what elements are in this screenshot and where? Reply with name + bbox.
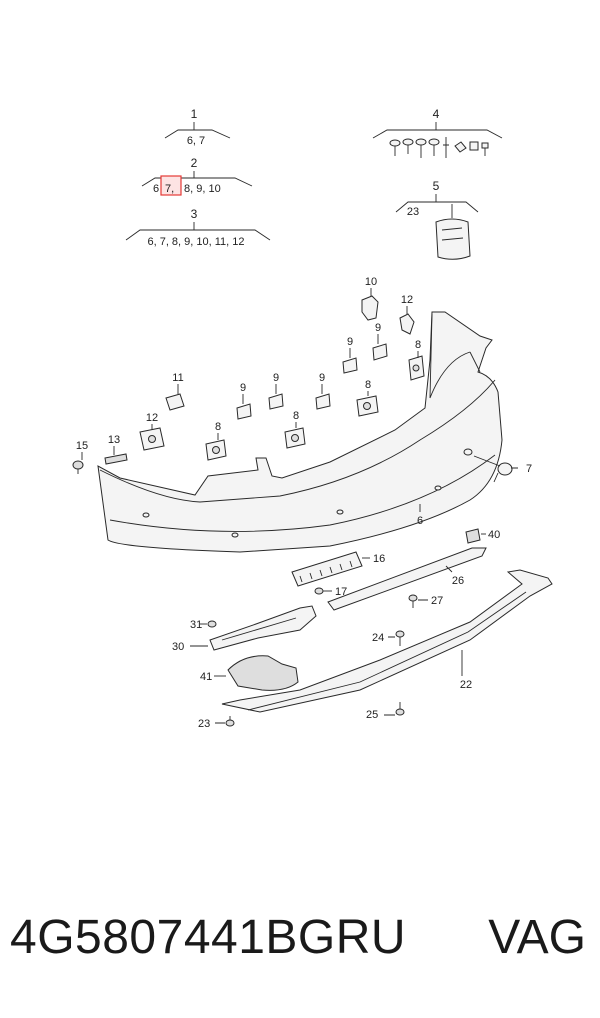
label-9-e: 9	[319, 372, 325, 384]
label-23: 23	[198, 718, 210, 730]
group-5: 5 23	[395, 179, 479, 260]
part-number: 4G5807441BGRU	[10, 911, 407, 964]
clip-9-b: 9	[342, 336, 358, 374]
group-5-bracket	[395, 194, 479, 213]
group-1-number: 1	[191, 107, 198, 121]
group-1-items: 6, 7	[187, 135, 205, 147]
label-22: 22	[460, 679, 472, 691]
brand-name: VAG	[488, 911, 586, 964]
label-12-right: 12	[401, 294, 413, 306]
label-7: 7	[526, 463, 532, 475]
label-9-b: 9	[347, 336, 353, 348]
group-5-items: 23	[407, 206, 419, 218]
group-2-bracket	[141, 171, 253, 187]
label-24: 24	[372, 632, 384, 644]
label-41: 41	[200, 671, 212, 683]
grille-16: 16	[291, 551, 385, 587]
label-8-a: 8	[415, 339, 421, 351]
clip-11: 11	[165, 372, 185, 411]
clip-8-b: 8	[356, 379, 379, 417]
label-40: 40	[488, 529, 500, 541]
screw-23: 23	[198, 716, 235, 730]
plate-13: 13	[104, 434, 128, 465]
screw-17: 17	[314, 586, 347, 598]
screw-27: 27	[408, 594, 443, 608]
clip-8-c: 8	[205, 421, 227, 461]
group-4: 4	[372, 107, 503, 158]
group-5-number: 5	[433, 179, 440, 193]
group-3-number: 3	[191, 207, 198, 221]
parts-diagram: 1 6, 7 2 6 7, 8, 9, 10 3 6, 7, 8, 9, 10,…	[72, 107, 553, 730]
screw-25: 25	[366, 702, 405, 721]
label-30: 30	[172, 641, 184, 653]
label-6: 6	[417, 515, 423, 527]
clip-8-a: 8	[408, 339, 425, 381]
clip-12-right: 12	[399, 294, 415, 335]
bumper-cover	[97, 311, 503, 553]
label-8-d: 8	[293, 410, 299, 422]
group-2-number: 2	[191, 156, 198, 170]
label-9-c: 9	[240, 382, 246, 394]
label-25: 25	[366, 709, 378, 721]
label-15: 15	[76, 440, 88, 452]
highlighted-item-box	[160, 175, 182, 196]
clip-9-e: 9	[315, 372, 331, 410]
label-31: 31	[190, 619, 202, 631]
clip-9-c: 9	[236, 382, 252, 420]
group-4-bracket	[372, 122, 503, 139]
clip-12-left: 12	[139, 412, 165, 451]
label-9-a: 9	[375, 322, 381, 334]
label-16: 16	[373, 553, 385, 565]
group-3: 3 6, 7, 8, 9, 10, 11, 12	[125, 207, 271, 248]
deflector-41: 41	[200, 655, 299, 691]
label-10: 10	[365, 276, 377, 288]
group-2-items-rest: 8, 9, 10	[184, 183, 221, 195]
clip-9-a: 9	[372, 322, 388, 361]
label-9-d: 9	[273, 372, 279, 384]
group-3-items: 6, 7, 8, 9, 10, 11, 12	[147, 236, 244, 248]
diffuser-22: 22	[221, 569, 553, 713]
group-2: 2 6 7, 8, 9, 10	[141, 156, 253, 196]
label-17: 17	[335, 586, 347, 598]
plug-7: 7	[473, 455, 532, 483]
clip-40: 40	[465, 528, 500, 544]
clip-10: 10	[361, 276, 379, 321]
label-11: 11	[172, 372, 183, 384]
group-2-item-7-highlighted: 7,	[165, 183, 174, 195]
screw-24: 24	[372, 630, 405, 646]
clip-9-d: 9	[268, 372, 284, 410]
trim-strip-26: 26	[327, 547, 487, 611]
screw-31: 31	[190, 619, 217, 631]
bracket-30: 30	[172, 605, 317, 653]
screw-set-icon	[389, 137, 489, 158]
label-27: 27	[431, 595, 443, 607]
label-8-b: 8	[365, 379, 371, 391]
group-3-bracket	[125, 222, 271, 241]
label-26: 26	[452, 575, 464, 587]
clip-8-d: 8	[284, 410, 306, 449]
group-2-item-6: 6	[153, 183, 159, 195]
group-4-number: 4	[433, 107, 440, 121]
group-1: 1 6, 7	[164, 107, 231, 147]
label-12-left: 12	[146, 412, 158, 424]
label-8-c: 8	[215, 421, 221, 433]
group-1-bracket	[164, 122, 231, 139]
label-13: 13	[108, 434, 120, 446]
screw-15: 15	[72, 440, 88, 474]
